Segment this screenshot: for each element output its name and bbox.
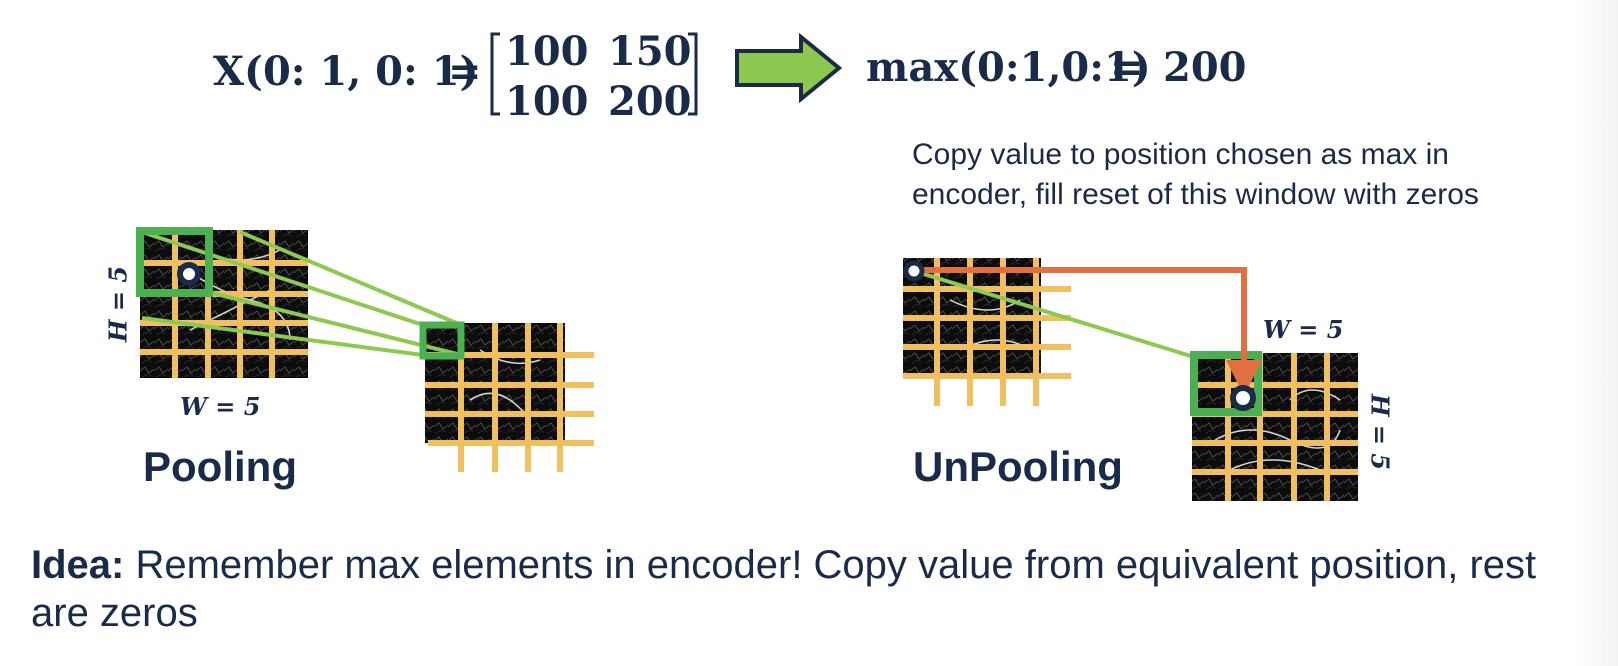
pooling-input-map [140,230,308,378]
unpooling-height-label: H = 5 [1365,393,1395,471]
equation-equals: = [448,48,482,95]
pooling-output-cell [419,321,465,360]
unpooling-note: Copy value to position chosen as max in … [912,138,1479,211]
copy-arrow-icon [918,267,1262,396]
unpooling-input-map [903,258,1071,406]
pooling-title: Pooling [143,443,297,490]
idea-text: Remember max elements in encoder! Copy v… [31,543,1537,635]
pooling-window [136,227,213,297]
result-value: 200 [1163,44,1247,91]
matrix-cell-r1c1: 100 [505,28,589,75]
matrix-cell-r2c1: 100 [505,78,589,125]
page-edge-shade [1578,0,1618,666]
result-expression: max(0:1,0:1) [866,44,1151,91]
idea-paragraph: Idea: Remember max elements in encoder! … [31,541,1551,637]
unpooling-title: UnPooling [913,443,1123,490]
pooling-output-map [425,323,594,472]
pooling-width-label: W = 5 [180,392,261,421]
pooling-projection-lines [141,230,462,357]
result-equals: = [1110,44,1144,91]
unpooling-width-label: W = 5 [1263,315,1344,344]
target-max-marker-icon [1230,385,1256,411]
matrix-brackets [490,32,698,116]
matrix-cell-r1c2: 150 [608,28,692,75]
equation-lhs: X(0: 1, 0: 1) [213,48,479,95]
idea-prefix: Idea: [31,543,125,587]
matrix-cell-r2c2: 200 [608,78,692,125]
source-max-marker-icon [903,260,925,282]
big-right-arrow-icon [735,33,843,103]
unpooling-output-map [1192,353,1358,501]
max-marker-icon [177,262,201,286]
unpooling-projection-line [913,269,1195,359]
pooling-height-label: H = 5 [103,265,133,343]
